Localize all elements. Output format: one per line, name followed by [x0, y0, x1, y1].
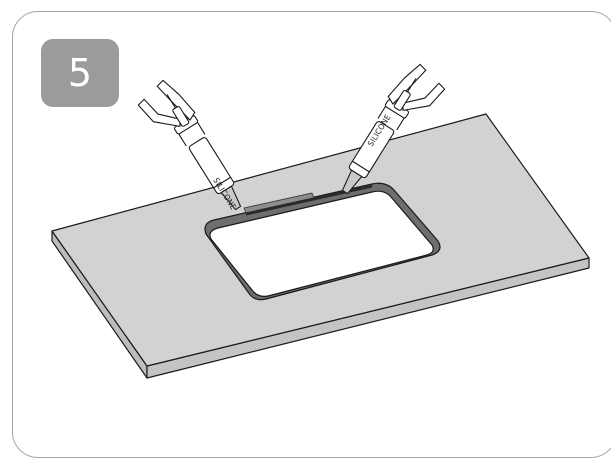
- caulking-gun-icon: [137, 79, 242, 211]
- caulking-gun-left: [137, 79, 242, 211]
- caulking-gun-right: [341, 63, 446, 195]
- cutout-opening: [209, 190, 434, 297]
- silicone-line: [245, 184, 373, 216]
- sink-cutout: [204, 182, 441, 301]
- step-number-badge: 5: [41, 39, 119, 107]
- caulking-gun-icon: [341, 63, 446, 195]
